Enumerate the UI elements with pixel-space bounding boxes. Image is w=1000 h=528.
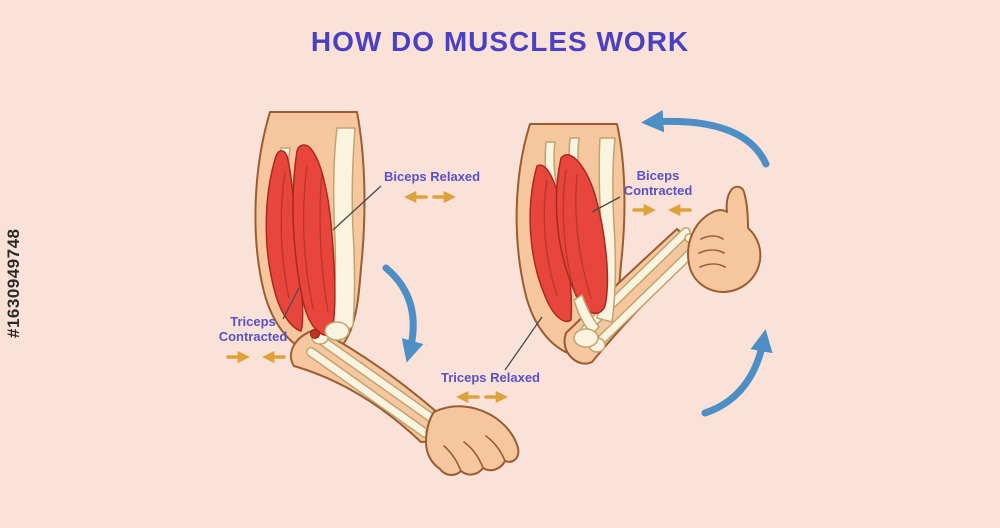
motion-arrow-extension-icon [382,264,424,363]
leader-line-biceps-contracted [591,196,621,213]
watermark-text: #1630949748 [4,228,23,338]
label-biceps-contracted: Biceps Contracted [623,168,693,198]
label-biceps-relaxed: Biceps Relaxed [384,169,481,184]
hand-open [425,405,520,476]
biceps-muscle-contracted [555,154,609,315]
elbow-condyle-bone [324,321,350,341]
leader-line-triceps-contracted [282,287,300,320]
muscle-striations [280,165,329,313]
triceps-muscle-contracted [265,150,304,332]
motion-arrow-flexion-top-icon [641,109,770,168]
motion-arrow-flexion-bottom-icon [701,329,773,417]
right-arm-flexed-illustration [515,123,762,365]
label-triceps-relaxed: Triceps Relaxed [441,370,540,385]
finger-lines [443,435,506,472]
humerus-bone [596,137,617,323]
left-arm-extended-illustration [254,111,520,476]
ulna-bone [593,243,701,348]
muscle-striations [543,169,592,299]
leader-line-biceps-relaxed [332,185,382,231]
knuckle-lines [698,235,726,268]
ulna-bone [316,335,437,423]
radius-bone [307,348,429,437]
elbow-muscle-dot [310,329,320,339]
leader-line-triceps-relaxed [504,316,543,371]
elbow-condyle-bone [573,328,599,348]
page-title: HOW DO MUSCLES WORK [310,26,690,57]
lower-tendon [573,294,600,335]
label-triceps-contracted: Triceps Contracted [218,314,288,344]
hand-thumb-up [687,185,762,293]
